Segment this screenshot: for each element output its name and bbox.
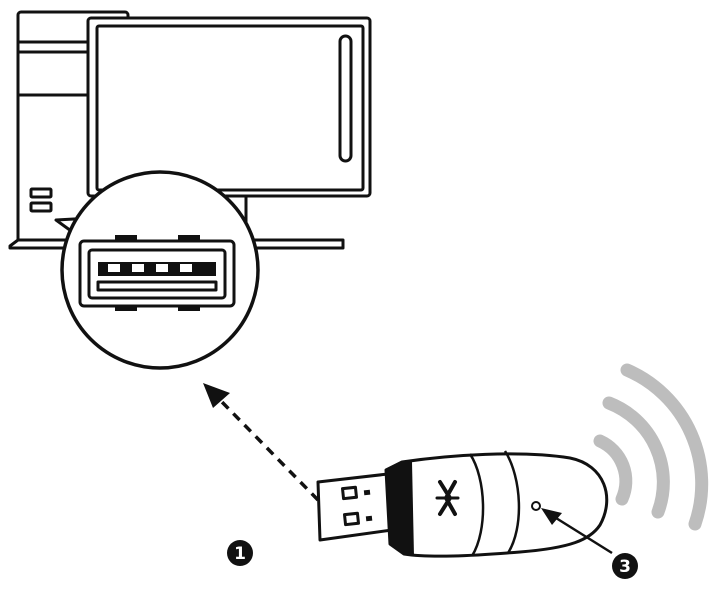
insert-arrow (203, 383, 320, 502)
hx-logo-icon (435, 480, 460, 516)
dongle-body (384, 452, 609, 558)
connector-hole-top (341, 485, 358, 501)
wireless-signal-icon (593, 363, 709, 531)
callout-badge-1: 1 (227, 540, 253, 566)
callout-3-leader (541, 508, 613, 555)
dongle-seam-1 (468, 453, 485, 557)
port-latch-right (178, 235, 200, 241)
leader-arrow-head-icon (541, 508, 562, 525)
port-latch-bottom-left (115, 306, 137, 311)
front-usb-port-top (29, 187, 53, 199)
status-led (531, 501, 541, 511)
callout-badge-3: 3 (612, 553, 638, 579)
signal-wave-2 (602, 396, 670, 519)
monitor-side-slot (338, 34, 353, 163)
callout-label-3: 3 (619, 557, 631, 577)
callout-label-1: 1 (234, 544, 246, 564)
connector-hole-bottom (343, 511, 360, 527)
usb-connector (316, 472, 394, 542)
magnifier-callout (54, 170, 260, 370)
port-latch-left (115, 235, 137, 241)
signal-wave-1 (593, 434, 633, 506)
signal-wave-3 (620, 363, 709, 531)
dongle-collar (386, 462, 414, 556)
port-latch-bottom-right (178, 306, 200, 311)
hx-logo-text: HX (447, 539, 449, 541)
monitor (86, 16, 372, 198)
wireless-usb-dongle-icon: HX (316, 450, 609, 558)
arrow-head-icon (203, 383, 230, 408)
usb-port-icon (78, 239, 236, 308)
dongle-seam-2 (503, 450, 521, 554)
front-usb-port-bottom (29, 201, 53, 213)
